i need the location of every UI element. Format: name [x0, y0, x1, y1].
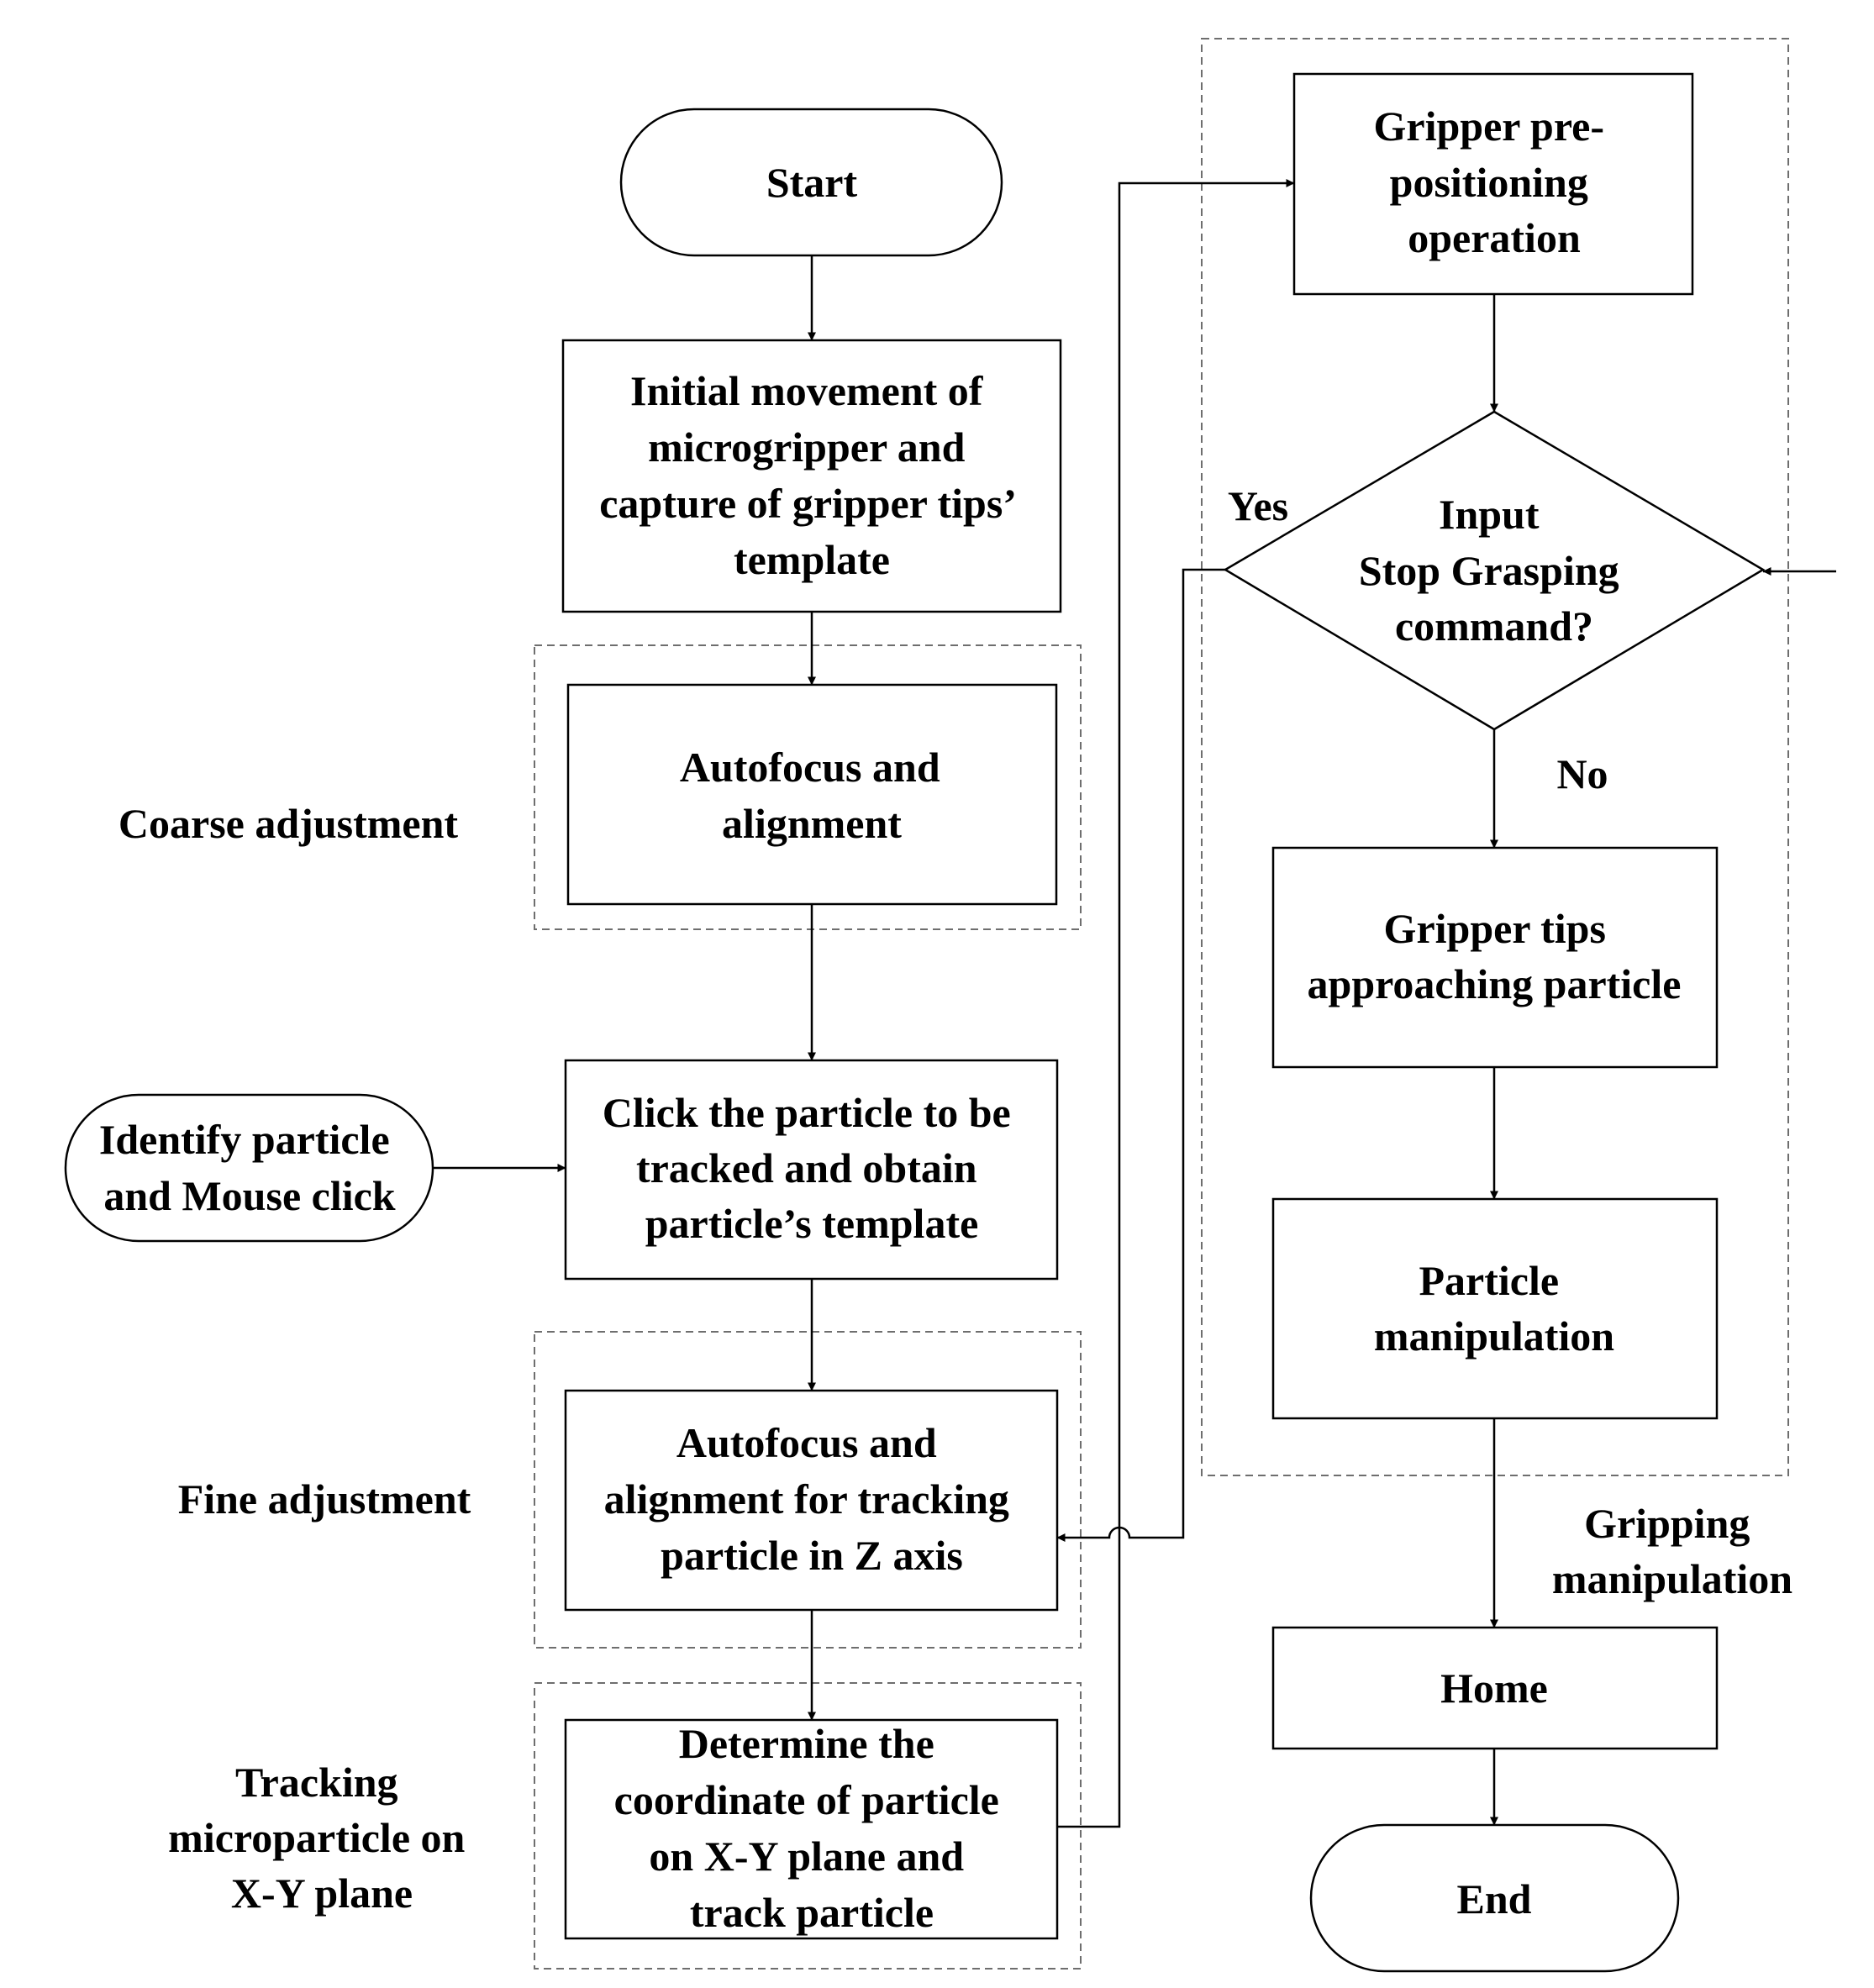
gripper-tips-approaching-box[interactable] — [1271, 846, 1719, 1069]
fine-adjustment-group — [534, 1331, 1082, 1649]
start-text: Start — [766, 159, 858, 206]
home-text: Home — [1440, 1665, 1548, 1712]
no-label: No — [1556, 750, 1608, 797]
fine-adjustment-label: Fine adjustment — [178, 1475, 471, 1523]
autofocus-fine-box[interactable] — [564, 1389, 1059, 1612]
initial-movement-box[interactable] — [561, 339, 1062, 613]
determine-coordinate-box[interactable] — [564, 1718, 1059, 1940]
gripper-tips-approaching-text: Gripper tips approaching particle — [1308, 905, 1682, 1007]
identify-particle-text: Identify particle and Mouse click — [99, 1116, 400, 1219]
autofocus-coarse-box[interactable] — [566, 683, 1058, 906]
arrow-decision-yes — [1056, 568, 1225, 1542]
end-text: End — [1457, 1875, 1532, 1922]
arrow-determine-to-prepositioning — [1057, 179, 1295, 1828]
stop-grasping-text: Input Stop Grasping command? — [1359, 491, 1629, 650]
particle-manipulation-text: Particle manipulation — [1374, 1257, 1614, 1360]
initial-movement-text: Initial movement of microgripper and cap… — [599, 367, 1024, 583]
click-particle-text: Click the particle to be tracked and obt… — [603, 1089, 1022, 1247]
tracking-xy-label: Tracking microparticle on X-Y plane — [168, 1759, 476, 1917]
coarse-adjustment-label: Coarse adjustment — [118, 800, 458, 847]
determine-coordinate-text: Determine the coordinate of particle on … — [614, 1720, 1010, 1936]
coarse-adjustment-group — [534, 644, 1082, 930]
autofocus-coarse-text: Autofocus and alignment — [680, 744, 950, 847]
yes-label: Yes — [1228, 482, 1288, 529]
gripper-prepositioning-text: Gripper pre- positioning operation — [1373, 103, 1614, 261]
gripping-manipulation-label: Gripping manipulation — [1552, 1500, 1792, 1602]
particle-manipulation-box[interactable] — [1271, 1197, 1719, 1420]
autofocus-fine-text: Autofocus and alignment for tracking par… — [604, 1419, 1020, 1579]
gripping-manipulation-group — [1201, 38, 1789, 1476]
